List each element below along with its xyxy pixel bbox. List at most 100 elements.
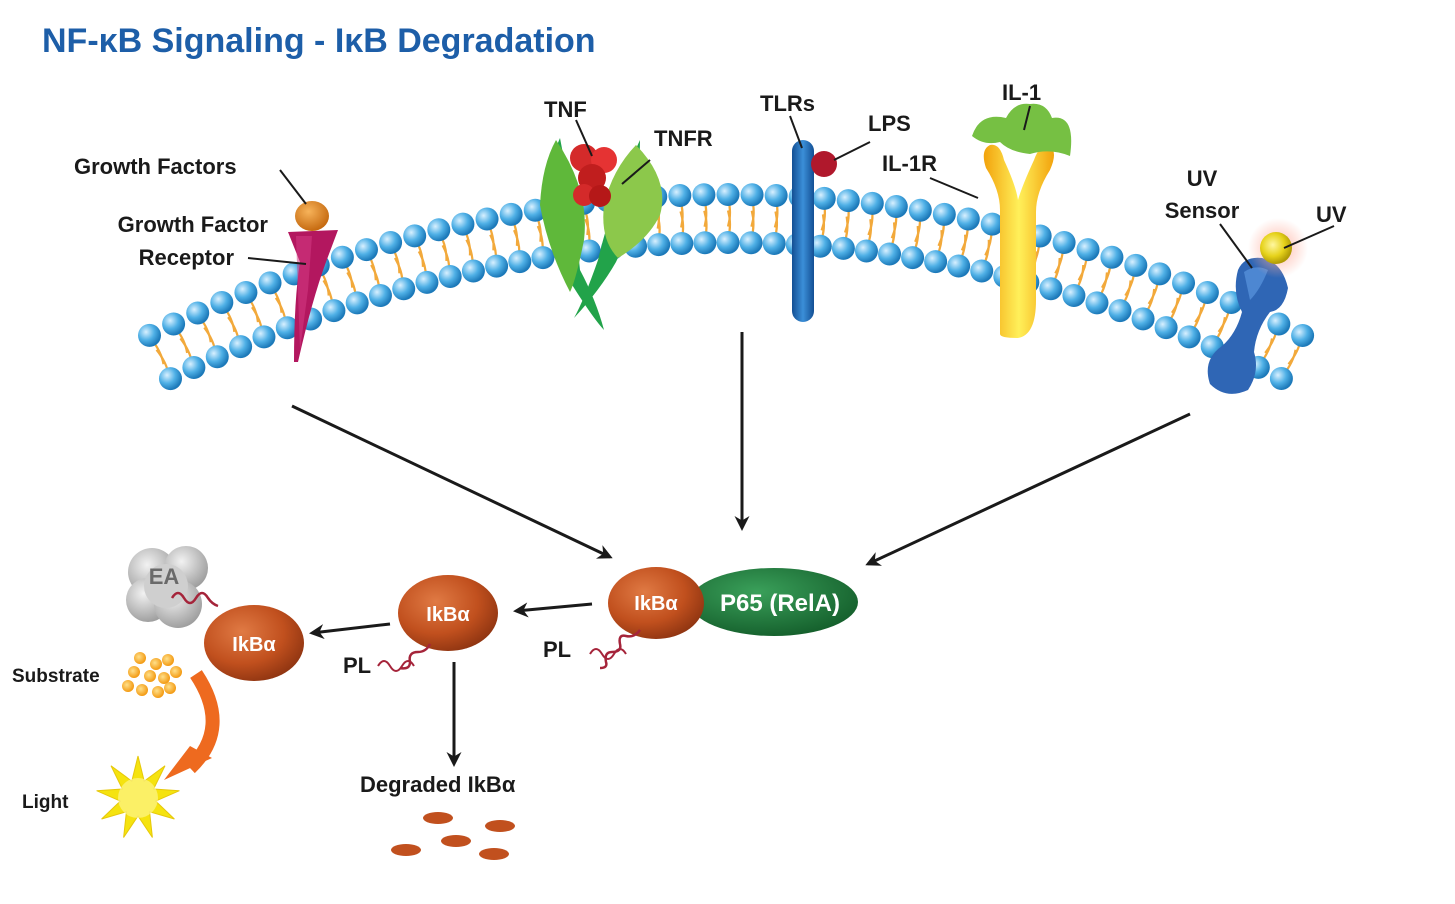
phospholipid-head: [210, 290, 234, 314]
phospholipid-head: [1100, 245, 1124, 269]
phospholipid-head: [415, 270, 439, 294]
phospholipid-head: [884, 195, 908, 219]
substrate-dot: [122, 680, 134, 692]
phospholipid-head: [322, 299, 346, 323]
phospholipid-head: [980, 212, 1004, 236]
arrow-uv-to-complex: [865, 412, 1191, 566]
phospholipid-head: [403, 224, 427, 248]
phospholipid-head: [693, 231, 717, 255]
phospholipid-head: [956, 207, 980, 231]
phospholipid-head: [379, 231, 403, 255]
phospholipid-head: [924, 250, 948, 274]
substrate-dot: [158, 672, 170, 684]
phospholipid-head: [186, 301, 210, 325]
phospholipid-head: [932, 202, 956, 226]
label-ikba-middle: IkBα: [426, 604, 470, 626]
phospholipid-head: [1172, 271, 1196, 295]
label-growth-factor-receptor-line1: Growth Factor: [118, 212, 269, 237]
phospholipid-head: [258, 271, 282, 295]
substrate-dot: [164, 682, 176, 694]
phospholipid-head: [1052, 231, 1076, 255]
degraded-fragments: [391, 812, 515, 860]
phospholipid-head: [234, 280, 258, 304]
phospholipid-head: [182, 355, 206, 379]
label-tlrs: TLRs: [760, 91, 815, 116]
phospholipid-head: [345, 291, 369, 315]
phospholipid-head: [739, 231, 763, 255]
phospholipid-head: [1108, 299, 1132, 323]
phospholipid-head: [716, 231, 740, 254]
phospholipid-head: [229, 335, 253, 359]
substrate-dot: [134, 652, 146, 664]
substrate-dot: [152, 686, 164, 698]
pl-coil-middle: [377, 660, 415, 672]
phospholipid-head: [1267, 312, 1291, 336]
label-growth-factors: Growth Factors: [74, 154, 237, 179]
phospholipid-head: [158, 367, 182, 391]
label-ikba-left: IkBα: [232, 634, 276, 656]
diagram-title: NF-κB Signaling - IκB Degradation: [42, 22, 596, 60]
phospholipid-head: [860, 191, 884, 215]
phospholipid-head: [368, 284, 392, 308]
growth-factor: [295, 201, 329, 231]
phospholipid-head: [531, 246, 555, 270]
phospholipid-head: [1085, 291, 1109, 315]
phospholipid-head: [762, 231, 786, 255]
phospholipid-head: [205, 345, 229, 369]
substrate-dot: [150, 658, 162, 670]
arrow-growth-factor-to-complex: [291, 404, 613, 559]
phospholipid-head: [1148, 262, 1172, 286]
phospholipid-head: [427, 218, 451, 242]
substrate-dot: [162, 654, 174, 666]
phospholipid-head: [275, 316, 299, 340]
label-pl-right: PL: [543, 637, 571, 662]
phospholipid-head: [499, 202, 523, 226]
phospholipid-head: [901, 246, 925, 270]
phospholipid-head: [970, 259, 994, 283]
label-ea: EA: [149, 564, 180, 589]
phospholipid-head: [878, 242, 902, 266]
phospholipid-head: [716, 183, 740, 206]
label-tnfr: TNFR: [654, 126, 713, 151]
pl-coil-right: [589, 648, 627, 660]
label-il1: IL-1: [1002, 80, 1041, 105]
phospholipid-head: [162, 312, 186, 336]
ikba-middle-protein: [398, 575, 498, 651]
light-glow: [118, 778, 158, 818]
pl-tag-ea: [170, 591, 219, 608]
substrate-dot: [144, 670, 156, 682]
orange-arrow-head: [164, 746, 212, 780]
label-uv-sensor-line2: Sensor: [1165, 198, 1240, 223]
substrate-dot: [128, 666, 140, 678]
phospholipid-head: [1062, 284, 1086, 308]
phospholipid-head: [451, 212, 475, 236]
phospholipid-head: [764, 183, 788, 207]
phospholipid-head: [1039, 277, 1063, 301]
substrate-dot: [170, 666, 182, 678]
phospholipid-head: [252, 325, 276, 349]
phospholipid-head: [577, 239, 601, 263]
phospholipid-head: [1124, 253, 1148, 277]
phospholipid-head: [692, 183, 716, 207]
phospholipid-head: [392, 277, 416, 301]
phospholipid-head: [1195, 280, 1219, 304]
label-growth-factor-receptor-line2: Receptor: [139, 245, 235, 270]
phospholipid-head: [438, 264, 462, 288]
label-leader-lines: [247, 105, 1335, 269]
phospholipid-head: [1177, 325, 1201, 349]
phospholipid-head: [740, 183, 764, 207]
phospholipid-head: [647, 233, 671, 257]
phospholipid-head: [668, 183, 692, 207]
il1-ligand: [972, 103, 1072, 156]
ikba-complex-protein: [608, 567, 704, 639]
tnf-receptor: [540, 138, 663, 330]
substrate-molecules: [122, 652, 182, 698]
phospholipid-head: [138, 323, 162, 347]
phospholipid-head: [836, 189, 860, 213]
phospholipid-head: [1269, 367, 1293, 391]
il1-receptor: [983, 144, 1054, 338]
phospholipid-head: [1291, 323, 1315, 347]
p65-rela: [690, 568, 858, 636]
